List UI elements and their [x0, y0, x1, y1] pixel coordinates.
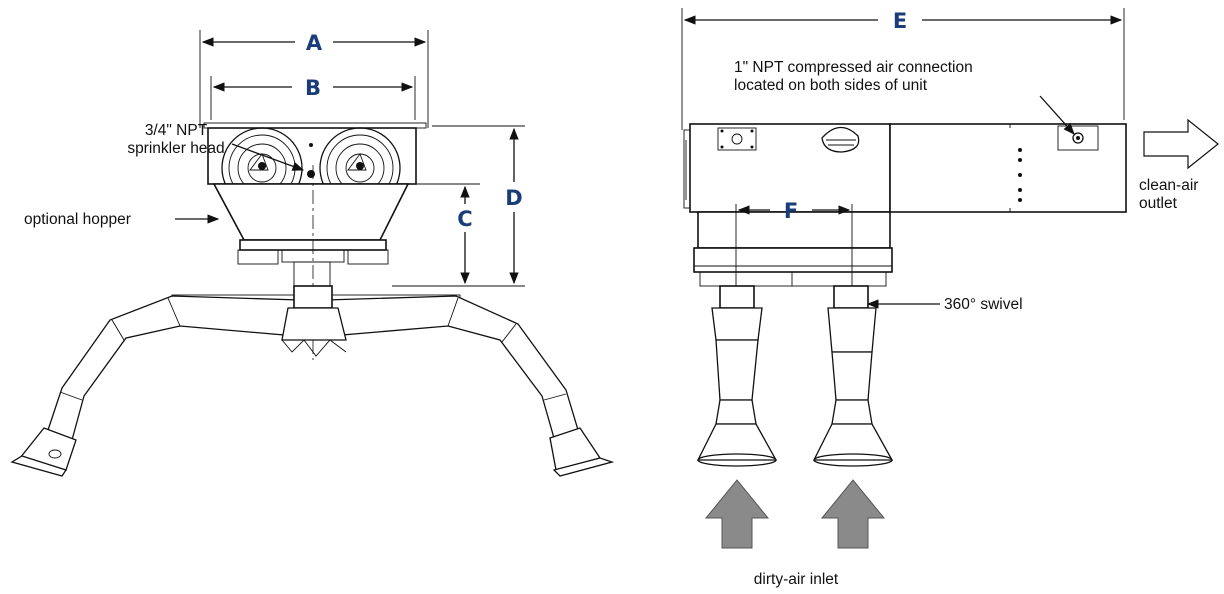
right-inlet-duct: [812, 285, 894, 467]
lower-plenum: [697, 211, 891, 249]
front-view: [10, 30, 615, 477]
dirty-air-arrow-right-icon: [820, 479, 886, 549]
hopper-label: optional hopper: [24, 211, 131, 228]
dirty-air-arrow-left-icon: [704, 479, 770, 549]
left-inlet-duct: [696, 285, 778, 467]
filter-housing: [889, 123, 1127, 213]
compressed-air-label-line2: located on both sides of unit: [734, 77, 928, 94]
dimension-d-label: D: [505, 186, 522, 210]
compressed-air-label-line1: 1" NPT compressed air connection: [734, 59, 973, 76]
dimension-b-label: B: [305, 76, 321, 100]
hopper: [212, 183, 410, 241]
dirty-air-label: dirty-air inlet: [754, 571, 839, 588]
clean-air-label-line1: clean-air: [1139, 177, 1198, 194]
dimension-f-label: F: [784, 199, 798, 223]
dimension-c-label: C: [457, 207, 472, 231]
side-view: [681, 8, 1219, 549]
sprinkler-label-line1: 3/4" NPT: [145, 122, 208, 139]
dimension-e-label: E: [893, 9, 907, 33]
dimension-a-label: A: [306, 31, 323, 55]
sprinkler-head-icon: [307, 170, 315, 178]
sprinkler-label-line2: sprinkler head: [127, 140, 224, 157]
swivel-label: 360° swivel: [944, 296, 1023, 313]
clean-air-label-line2: outlet: [1139, 195, 1178, 212]
clean-air-arrow-icon: [1143, 118, 1219, 170]
right-extraction-arm: [325, 295, 615, 477]
left-extraction-arm: [10, 295, 301, 477]
